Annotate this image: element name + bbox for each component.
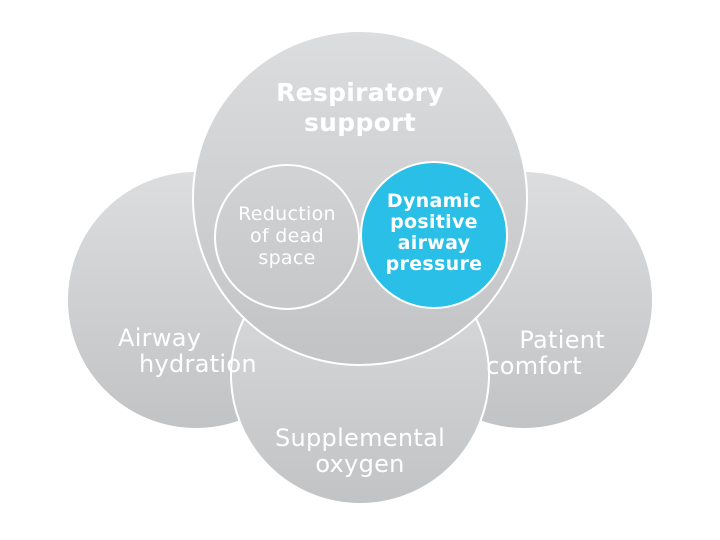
label-line: airway	[397, 232, 471, 254]
circle-dynamic-positive-airway-pressure	[360, 161, 508, 309]
circle-reduction-of-dead-space	[214, 164, 360, 310]
label-line: pressure	[385, 253, 483, 275]
label-line: space	[258, 247, 316, 269]
label-line: positive	[390, 211, 478, 233]
label-line: Dynamic	[386, 190, 482, 212]
label-line: oxygen	[315, 450, 405, 478]
label-respiratory-support: Respiratory support	[210, 78, 510, 138]
label-line: Patient	[519, 326, 605, 354]
label-airway-hydration: Airway hydration	[118, 325, 257, 377]
label-dynamic-positive-airway-pressure: Dynamic positive airway pressure	[359, 191, 509, 275]
label-line: support	[303, 108, 417, 137]
label-line: Airway	[118, 324, 202, 352]
label-patient-comfort: Patient comfort	[423, 327, 605, 379]
label-line: Respiratory	[276, 78, 444, 107]
label-supplemental-oxygen: Supplemental oxygen	[210, 425, 510, 477]
label-line: comfort	[486, 352, 582, 380]
label-line: of dead	[250, 225, 324, 247]
label-line: Reduction	[238, 203, 336, 225]
label-line: Supplemental	[274, 424, 446, 452]
label-line: hydration	[139, 350, 257, 378]
label-reduction-of-dead-space: Reduction of dead space	[207, 203, 367, 269]
